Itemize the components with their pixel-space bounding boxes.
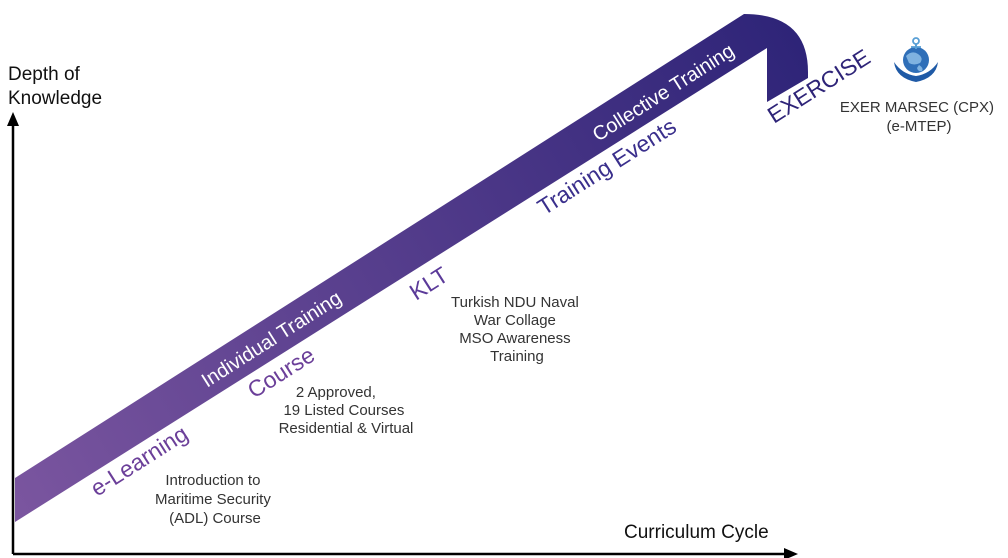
course-description-line: 2 Approved,: [296, 384, 376, 401]
klt-description-line: Turkish NDU Naval: [451, 294, 579, 311]
anchor-globe-emblem-icon: [894, 37, 938, 82]
e-learning-description: Introduction to Maritime Security (ADL) …: [155, 472, 275, 527]
y-axis-arrowhead: [7, 112, 19, 126]
e-learning-description-line: Introduction to: [165, 472, 260, 489]
exercise-description: EXER MARSEC (CPX) (e-MTEP): [840, 99, 998, 135]
y-axis-label-line-1: Depth of: [8, 64, 81, 85]
axes: [7, 112, 798, 558]
exercise-description-line: (e-MTEP): [887, 118, 952, 135]
x-axis-label: Curriculum Cycle: [624, 522, 769, 543]
exercise-description-line: EXER MARSEC (CPX): [840, 99, 994, 116]
e-learning-description-line: Maritime Security: [155, 491, 271, 508]
training-band: [15, 14, 808, 522]
course-description-line: 19 Listed Courses: [283, 402, 404, 419]
klt-description-line: MSO Awareness: [459, 330, 570, 347]
y-axis-label: Depth of Knowledge: [8, 64, 102, 109]
x-axis-arrowhead: [784, 548, 798, 558]
klt-description: Turkish NDU Naval War Collage MSO Awaren…: [451, 294, 583, 365]
course-description-line: Residential & Virtual: [279, 420, 414, 437]
y-axis-label-line-2: Knowledge: [8, 88, 102, 109]
course-description: 2 Approved, 19 Listed Courses Residentia…: [279, 384, 414, 437]
e-learning-description-line: (ADL) Course: [169, 510, 261, 527]
klt-description-line: War Collage: [474, 312, 556, 329]
klt-description-line: Training: [490, 348, 544, 365]
